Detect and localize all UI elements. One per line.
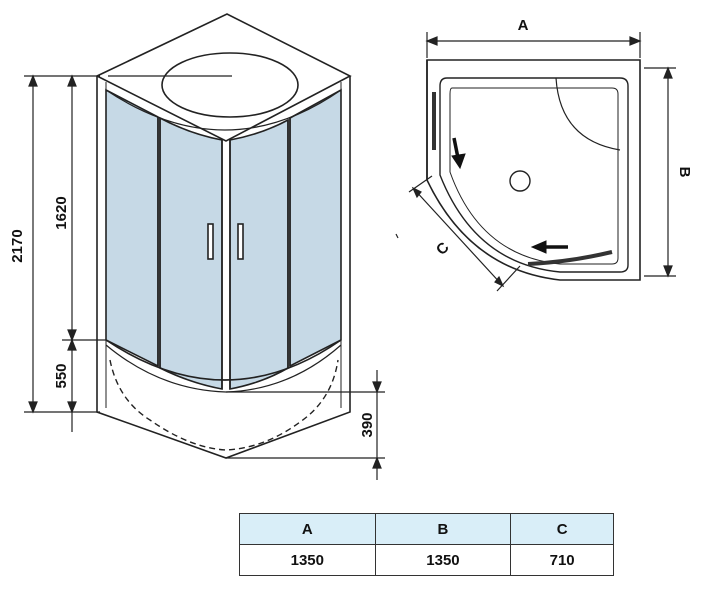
- top-inner-outline: [439, 77, 629, 273]
- door-handle-right: [237, 223, 244, 260]
- top-view: [426, 59, 641, 281]
- dim-c-label: C: [433, 239, 453, 259]
- dim-cabin-height-label: 1620: [53, 196, 70, 229]
- dim-a-label: A: [518, 17, 529, 34]
- table-row: 1350 1350 710: [239, 544, 614, 576]
- corner-seat: [555, 77, 621, 151]
- tray-top-edge: [105, 339, 342, 381]
- glass-panel-right: [289, 88, 342, 368]
- roof-dome: [161, 52, 299, 118]
- front-dimensions: [24, 74, 385, 480]
- dimension-table: A B C 1350 1350 710: [239, 513, 614, 576]
- tray-hidden-outline: [109, 359, 339, 451]
- table-header-c: C: [510, 513, 614, 545]
- top-outer-outline: [426, 59, 641, 281]
- glass-panel-left: [105, 88, 159, 368]
- dim-b-label: B: [676, 167, 693, 178]
- table-value-b: 1350: [374, 544, 512, 576]
- table-value-c: 710: [510, 544, 614, 576]
- drain: [509, 170, 531, 192]
- dim-tray-height-label: 550: [53, 363, 70, 388]
- dim-total-height-label: 2170: [9, 229, 26, 262]
- top-dimensions: [395, 32, 676, 292]
- door-arrows: [451, 137, 568, 254]
- table-value-a: 1350: [239, 544, 376, 576]
- dim-tray-depth-label: 390: [359, 412, 376, 437]
- front-view: [95, 13, 352, 459]
- door-handle-left: [207, 223, 214, 260]
- table-header-row: A B C: [239, 513, 614, 545]
- table-header-b: B: [374, 513, 512, 545]
- table-header-a: A: [239, 513, 376, 545]
